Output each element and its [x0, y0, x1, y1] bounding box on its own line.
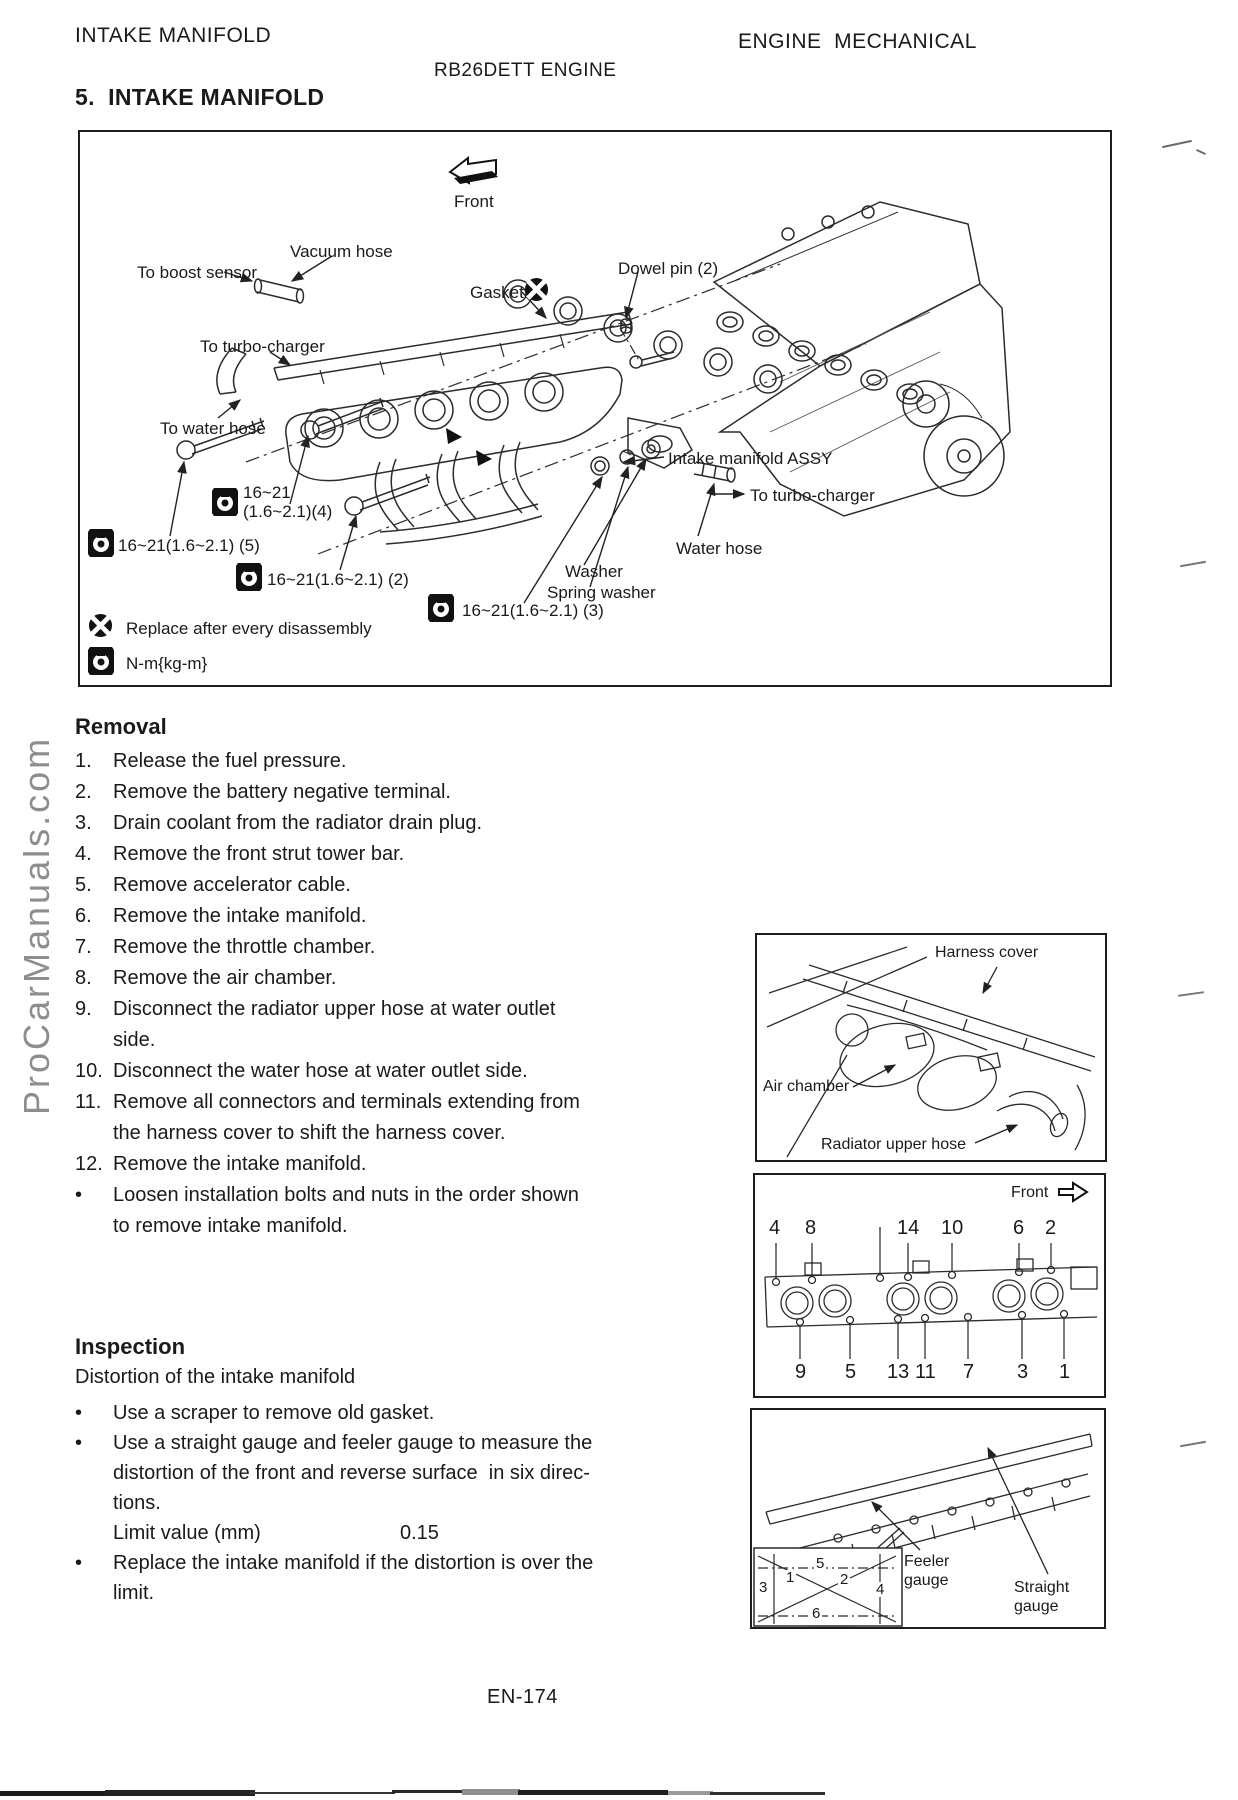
harness-cover-figure: Harness cover Air chamber Radiator upper… — [755, 933, 1107, 1162]
order-number: 2 — [1045, 1217, 1057, 1239]
radiator-upper-hose-label: Radiator upper hose — [821, 1136, 966, 1153]
inspection-section: Inspection Distortion of the intake mani… — [75, 1332, 653, 1608]
exploded-view-art — [169, 201, 1011, 604]
removal-step: 2.Remove the battery negative terminal. — [75, 781, 451, 803]
feeler-gauge-label: Feeler gauge — [904, 1553, 950, 1589]
harness-cover-label: Harness cover — [935, 944, 1039, 961]
exploded-view-figure: Front Vacuum hose To boost sensor Gasket… — [78, 130, 1112, 687]
order-number: 9 — [795, 1361, 807, 1383]
removal-step: 5.Remove accelerator cable. — [75, 874, 351, 896]
removal-heading: Removal — [75, 714, 167, 739]
torque-spec-4-line2: (1.6~2.1)(4) — [243, 502, 333, 521]
to-turbo-charger-left-label: To turbo-charger — [200, 337, 325, 356]
measure-point-number: 1 — [784, 1569, 797, 1586]
section-title: 5. INTAKE MANIFOLD — [75, 84, 325, 110]
order-number: 6 — [1013, 1217, 1025, 1239]
removal-step: 3.Drain coolant from the radiator drain … — [75, 812, 483, 834]
removal-step: 4.Remove the front strut tower bar. — [75, 843, 405, 865]
replace-part-icon — [88, 613, 113, 638]
removal-step: 12.Remove the intake manifold. — [75, 1153, 367, 1175]
straight-gauge-label: Straight gauge — [1014, 1579, 1070, 1615]
scan-mark — [1196, 148, 1206, 156]
torque-icon — [428, 594, 454, 622]
scan-mark — [1180, 560, 1206, 568]
torque-spec-3: 16~21(1.6~2.1) (3) — [462, 601, 604, 620]
harness-cover-art — [766, 946, 1096, 1158]
torque-spec-5: 16~21(1.6~2.1) (5) — [118, 536, 260, 555]
bolt-order-figure: Front 4 8 14 10 6 2 9 5 13 11 7 3 1 — [753, 1173, 1106, 1398]
to-turbo-charger-right-label: To turbo-charger — [750, 486, 875, 505]
water-hose-label: Water hose — [676, 539, 763, 558]
order-number: 13 — [887, 1361, 910, 1383]
intake-manifold-assy-label: Intake manifold ASSY — [668, 449, 833, 468]
front-direction-arrow-icon — [448, 155, 498, 185]
washer-label: Washer — [565, 562, 623, 581]
measure-point-number: 5 — [814, 1555, 827, 1572]
torque-spec-2: 16~21(1.6~2.1) (2) — [267, 570, 409, 589]
front-label: Front — [454, 192, 494, 211]
dowel-pin-label: Dowel pin (2) — [618, 259, 719, 278]
watermark: ProCarManuals.com — [16, 735, 57, 1115]
limit-value-row: Limit value (mm) 0.15 — [75, 1518, 653, 1548]
header-right: ENGINE MECHANICAL — [738, 30, 977, 53]
torque-spec-4-line1: 16~21 — [243, 483, 291, 502]
legend-replace-note: Replace after every disassembly — [126, 619, 372, 638]
order-number: 10 — [941, 1217, 964, 1239]
limit-value-label: Limit value (mm) — [113, 1522, 261, 1544]
torque-icon — [88, 529, 114, 557]
removal-step: 6.Remove the intake manifold. — [75, 905, 367, 927]
gauge-inspection-art — [753, 1433, 1093, 1627]
inspection-heading: Inspection — [75, 1334, 186, 1359]
scan-mark — [1180, 1440, 1206, 1448]
removal-step: 7.Remove the throttle chamber. — [75, 936, 376, 958]
measure-point-number: 4 — [874, 1581, 887, 1598]
legend-torque-unit: N-m{kg-m} — [126, 654, 208, 673]
scan-mark — [1162, 139, 1192, 149]
inspection-bullet: •Use a straight gauge and feeler gauge t… — [75, 1432, 593, 1514]
to-water-hose-label: To water hose — [160, 419, 266, 438]
order-number: 4 — [769, 1217, 781, 1239]
figure2-front-label: Front — [1011, 1184, 1049, 1201]
removal-section: Removal 1.Release the fuel pressure. 2.R… — [75, 712, 647, 1242]
torque-icon — [236, 563, 262, 591]
measure-point-number: 6 — [810, 1605, 823, 1622]
scan-mark — [1177, 991, 1205, 997]
front-arrow-outline-icon — [1058, 1181, 1089, 1203]
bolt-order-art — [764, 1227, 1098, 1359]
vacuum-hose-label: Vacuum hose — [290, 242, 393, 261]
measure-point-number: 2 — [838, 1571, 851, 1588]
replace-part-icon — [524, 277, 549, 302]
order-number: 5 — [845, 1361, 857, 1383]
inspection-bullet: •Replace the intake manifold if the dist… — [75, 1552, 594, 1604]
air-chamber-label: Air chamber — [763, 1078, 850, 1095]
removal-step: 1.Release the fuel pressure. — [75, 750, 347, 772]
inspection-bullet: •Use a scraper to remove old gasket. — [75, 1402, 435, 1424]
gauge-inspection-figure: Feeler gauge Straight gauge 5 1 2 3 4 6 — [750, 1408, 1106, 1629]
limit-value: 0.15 — [400, 1522, 439, 1544]
torque-icon — [212, 488, 238, 516]
order-number: 1 — [1059, 1361, 1071, 1383]
removal-step: 9.Disconnect the radiator upper hose at … — [75, 998, 556, 1051]
page-number: EN-174 — [487, 1686, 558, 1708]
order-number: 7 — [963, 1361, 975, 1383]
removal-step: 8.Remove the air chamber. — [75, 967, 337, 989]
to-boost-sensor-label: To boost sensor — [137, 263, 258, 282]
measure-point-number: 3 — [757, 1579, 770, 1596]
spring-washer-label: Spring washer — [547, 583, 656, 602]
removal-step: 10.Disconnect the water hose at water ou… — [75, 1060, 528, 1082]
engine-subtitle: RB26DETT ENGINE — [434, 60, 617, 81]
order-number: 3 — [1017, 1361, 1029, 1383]
order-number: 11 — [915, 1361, 936, 1383]
torque-icon — [88, 647, 114, 675]
gasket-label: Gasket — [470, 283, 524, 302]
removal-step: •Loosen installation bolts and nuts in t… — [75, 1184, 579, 1237]
inspection-subheading: Distortion of the intake manifold — [75, 1366, 356, 1388]
order-number: 8 — [805, 1217, 817, 1239]
header-left: INTAKE MANIFOLD — [75, 24, 272, 47]
removal-step: 11.Remove all connectors and terminals e… — [75, 1091, 580, 1144]
order-number: 14 — [897, 1217, 920, 1239]
